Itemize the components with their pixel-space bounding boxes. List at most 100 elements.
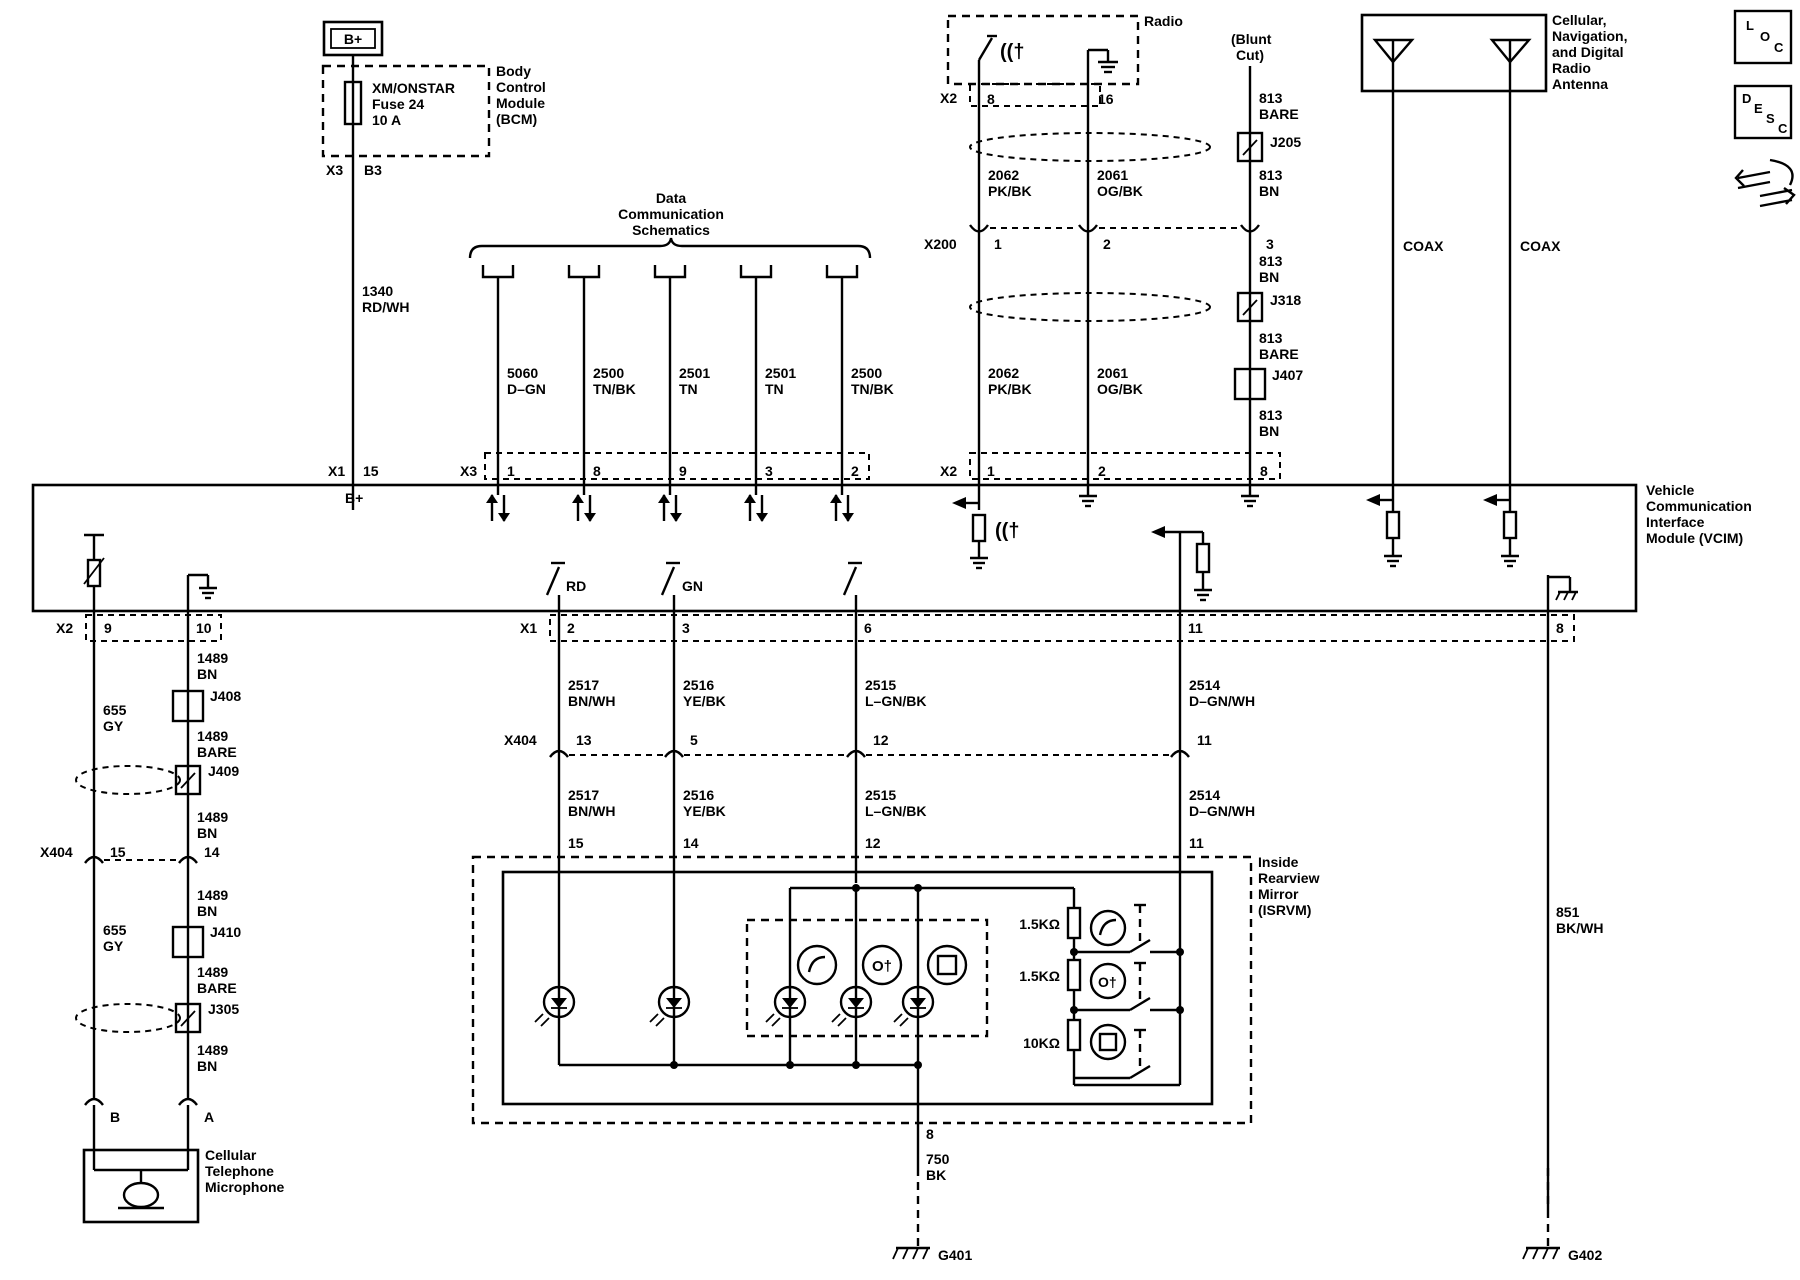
data-comm-wire-circuit: 2500 [593,365,624,381]
wire-655-lower-color: GY [103,938,124,954]
splice-j408-label: J408 [210,688,241,704]
data-comm-wire-color: TN [765,381,784,397]
vcim-x2-pin-9: 9 [104,620,112,636]
radio-pin-8: 8 [987,91,995,107]
radio-label: Radio [1144,13,1183,29]
data-comm-connector [739,265,773,279]
vcim-x1-pin-3: 3 [682,620,690,636]
drain-seg2-color: BN [1259,183,1279,199]
vcim-x1-pin-6: 6 [864,620,872,636]
wire-2062-upper-color: PK/BK [988,183,1032,199]
wire-750-color: BK [926,1167,946,1183]
resistor-1-label: 1.5KΩ [1019,916,1060,932]
wire-2516-upper-circuit: 2516 [683,677,714,693]
antenna-label-4: Radio [1552,60,1591,76]
antenna-label-3: and Digital [1552,44,1624,60]
data-comm-connector [481,265,515,279]
mic-shield-ellipse-1 [75,765,181,795]
vcim-box [31,483,1638,613]
splice-j318-label: J318 [1270,292,1301,308]
antenna-label-1: Cellular, [1552,12,1606,28]
vcim-x2-top-pin-2: 2 [1098,463,1106,479]
vcim-x1-bottom-label: X1 [520,620,537,636]
microphone-icon [122,1181,160,1209]
resistor-onstar-icon [1089,962,1127,1000]
wire-2517-upper-circuit: 2517 [568,677,599,693]
mic-pin-a: A [204,1109,214,1125]
svg-text:O: O [1760,29,1770,44]
drain-seg1-color: BARE [1259,106,1299,122]
vcim-x2-top-outline [969,452,1281,480]
data-comm-pin: 1 [507,463,515,479]
data-comm-pin: 3 [765,463,773,479]
mic-shield-ellipse-2 [75,1003,181,1033]
splice-j408 [171,689,205,723]
wire-2061-upper-color: OG/BK [1097,183,1143,199]
wire-2062-lower-circuit: 2062 [988,365,1019,381]
data-comm-wire-circuit: 2501 [679,365,710,381]
drain-seg4-circuit: 813 [1259,330,1283,346]
mic-bn-seg4-circuit: 1489 [197,1042,228,1058]
antenna-label-5: Antenna [1552,76,1608,92]
shield-ellipse-lower [969,292,1211,322]
splice-j205-label: J205 [1270,134,1301,150]
data-comm-connector [653,265,687,279]
data-comm-connector [825,265,859,279]
switch-onstar [1129,996,1151,1012]
blunt-cut-2: Cut) [1236,47,1264,63]
resistor-2 [1066,958,1082,992]
mic-bn-seg2-circuit: 1489 [197,809,228,825]
wire-2514-lower-color: D–GN/WH [1189,803,1255,819]
g401-label: G401 [938,1247,972,1263]
vcim-label-4: Module (VCIM) [1646,530,1743,546]
antenna-group: COAX COAX Cellular, Navigation, and Digi… [1360,12,1627,500]
description-icon[interactable] [1733,84,1793,140]
onstar-button-icon [861,944,903,986]
data-comm-title-1: Data [656,190,687,206]
vcim-x2-top-pin-8: 8 [1260,463,1268,479]
mirror-x404-pin-13: 13 [576,732,592,748]
drain-seg1-circuit: 813 [1259,90,1283,106]
coax-1-resistor [1385,510,1401,540]
mirror-pin-15: 15 [568,835,584,851]
coax-1-label: COAX [1403,238,1444,254]
data-comm-wire-circuit: 2500 [851,365,882,381]
location-icon[interactable] [1733,9,1793,65]
resistor-3-label: 10KΩ [1023,1035,1060,1051]
wire-2062-upper-circuit: 2062 [988,167,1019,183]
switch-6 [842,566,858,596]
radio-mic-icon: ((† [1000,41,1024,63]
mic-x404-label: X404 [40,844,73,860]
resistor-emergency-icon [1089,1023,1127,1061]
vcim-x1-bottom-outline [549,614,1575,642]
vcim-mic-resistor [971,513,987,543]
splice-j318 [1236,291,1264,323]
wire-655-upper-color: GY [103,718,124,734]
phone-button-icon [796,944,838,986]
g402-label: G402 [1568,1247,1602,1263]
drain-wire-group: (Blunt Cut) 813 BARE J205 813 BN 813 BN … [1231,31,1303,495]
coax-2-label: COAX [1520,238,1561,254]
vcim-x2-bottom-outline [85,614,222,642]
x200-pin-3: 3 [1266,236,1274,252]
wire-2516-lower-circuit: 2516 [683,787,714,803]
x3-connector-label: X3 [460,463,477,479]
blunt-cut-1: (Blunt [1231,31,1272,47]
resistor-3 [1066,1018,1082,1052]
isrvm-label-2: Rearview [1258,870,1320,886]
mirror-x404-pin-5: 5 [690,732,698,748]
resistor-phone-icon [1089,909,1127,947]
bcm-label-1: Body [496,63,531,79]
connector-view-icon[interactable] [1734,158,1796,208]
switch-gn [660,566,676,596]
vcim-x2-pin-10: 10 [196,620,212,636]
splice-j410-label: J410 [210,924,241,940]
svg-text:O†: O† [872,958,892,975]
x200-label: X200 [924,236,957,252]
drain-seg4-color: BARE [1259,346,1299,362]
radio-x2-label: X2 [940,90,957,106]
wire-2061-lower-color: OG/BK [1097,381,1143,397]
mirror-pin-12: 12 [865,835,881,851]
splice-j410 [171,925,205,959]
